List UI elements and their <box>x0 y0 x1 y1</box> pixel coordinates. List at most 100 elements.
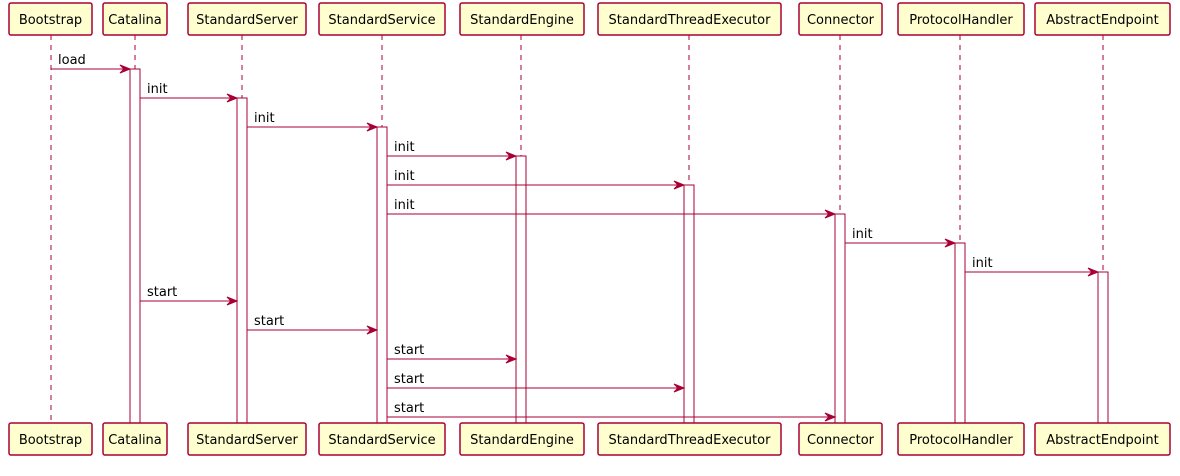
participant-box <box>597 2 782 36</box>
message-arrowhead <box>366 122 379 132</box>
participant-bottom-standard-thread-executor: StandardThreadExecutor <box>597 422 782 456</box>
participant-bottom-catalina: Catalina <box>102 422 168 456</box>
message-init-abstract-endpoint: init <box>965 256 1100 277</box>
participant-label: AbstractEndpoint <box>1046 13 1158 28</box>
participant-top-standard-engine: StandardEngine <box>459 2 585 36</box>
participant-label: StandardServer <box>196 13 298 28</box>
message-arrowhead <box>673 180 686 190</box>
participant-box <box>187 2 307 36</box>
activation-bar-abstract-endpoint <box>1097 271 1109 431</box>
participant-box <box>1034 2 1171 36</box>
message-label: start <box>394 401 424 416</box>
participant-label: StandardService <box>328 13 435 28</box>
participant-box <box>8 2 93 36</box>
participant-box <box>798 2 883 36</box>
message-init-connector: init <box>387 198 837 219</box>
message-label: init <box>394 198 415 213</box>
participant-box <box>798 422 883 456</box>
participant-label: StandardThreadExecutor <box>609 13 772 28</box>
participant-top-connector: Connector <box>798 2 883 36</box>
message-start-standard-engine: start <box>387 343 518 364</box>
participant-bottom-standard-engine: StandardEngine <box>459 422 585 456</box>
participant-box <box>102 2 168 36</box>
message-label: start <box>254 314 284 329</box>
participant-bottom-protocol-handler: ProtocolHandler <box>897 422 1025 456</box>
message-arrowhead <box>673 383 686 393</box>
participant-label: StandardEngine <box>470 433 574 448</box>
activation-bar-standard-service <box>376 126 388 431</box>
participant-bottom-standard-server: StandardServer <box>187 422 307 456</box>
message-start-standard-service: start <box>247 314 379 335</box>
message-init-protocol-handler: init <box>845 227 957 248</box>
participant-box <box>597 422 782 456</box>
message-init-standard-engine: init <box>387 140 518 161</box>
participant-label: StandardThreadExecutor <box>609 433 772 448</box>
message-arrowhead <box>226 93 239 103</box>
participant-box <box>318 422 446 456</box>
message-label: start <box>394 343 424 358</box>
message-label: init <box>394 169 415 184</box>
participant-top-abstract-endpoint: AbstractEndpoint <box>1034 2 1171 36</box>
activation-bar-catalina <box>129 68 141 431</box>
participant-label: StandardService <box>328 433 435 448</box>
message-arrowhead <box>824 209 837 219</box>
participant-top-standard-server: StandardServer <box>187 2 307 36</box>
message-arrowhead <box>505 354 518 364</box>
message-label: init <box>147 82 168 97</box>
message-label: init <box>254 111 275 126</box>
participant-bottom-bootstrap: Bootstrap <box>8 422 93 456</box>
participant-label: ProtocolHandler <box>909 13 1013 28</box>
message-init-standard-service: init <box>247 111 379 132</box>
message-arrowhead <box>1087 267 1100 277</box>
participant-top-catalina: Catalina <box>102 2 168 36</box>
participant-label: Catalina <box>108 433 162 448</box>
participant-label: StandardServer <box>196 433 298 448</box>
message-label: start <box>394 372 424 387</box>
activation-bar-connector <box>834 213 846 431</box>
participant-label: Catalina <box>108 13 162 28</box>
participant-bottom-standard-service: StandardService <box>318 422 446 456</box>
message-arrowhead <box>226 296 239 306</box>
message-label: init <box>852 227 873 242</box>
message-start-connector: start <box>387 401 837 422</box>
participant-top-standard-service: StandardService <box>318 2 446 36</box>
message-load-catalina: load <box>51 53 132 74</box>
message-arrowhead <box>944 238 957 248</box>
message-init-standard-server: init <box>140 82 239 103</box>
message-init-standard-thread-executor: init <box>387 169 686 190</box>
message-arrowhead <box>505 151 518 161</box>
participant-box <box>1034 422 1171 456</box>
participant-label: Connector <box>807 13 875 28</box>
participant-box <box>318 2 446 36</box>
participant-bottom-connector: Connector <box>798 422 883 456</box>
participant-top-bootstrap: Bootstrap <box>8 2 93 36</box>
message-start-standard-server: start <box>140 285 239 306</box>
participant-box <box>187 422 307 456</box>
participant-box <box>897 2 1025 36</box>
participant-label: ProtocolHandler <box>909 433 1013 448</box>
participant-label: Bootstrap <box>19 433 82 448</box>
activation-bar-standard-engine <box>515 155 527 431</box>
participant-top-standard-thread-executor: StandardThreadExecutor <box>597 2 782 36</box>
message-label: start <box>147 285 177 300</box>
participant-box <box>102 422 168 456</box>
message-arrowhead <box>366 325 379 335</box>
participant-label: Bootstrap <box>19 13 82 28</box>
message-label: load <box>58 53 86 68</box>
participant-box <box>459 2 585 36</box>
participant-top-protocol-handler: ProtocolHandler <box>897 2 1025 36</box>
message-start-standard-thread-executor: start <box>387 372 686 393</box>
participant-label: StandardEngine <box>470 13 574 28</box>
message-label: init <box>394 140 415 155</box>
activation-bar-standard-server <box>236 97 248 431</box>
participant-box <box>459 422 585 456</box>
message-arrowhead <box>824 412 837 422</box>
participant-bottom-abstract-endpoint: AbstractEndpoint <box>1034 422 1171 456</box>
activation-bar-protocol-handler <box>954 242 966 431</box>
participant-label: Connector <box>807 433 875 448</box>
participant-box <box>897 422 1025 456</box>
participant-box <box>8 422 93 456</box>
participant-label: AbstractEndpoint <box>1046 433 1158 448</box>
message-label: init <box>972 256 993 271</box>
